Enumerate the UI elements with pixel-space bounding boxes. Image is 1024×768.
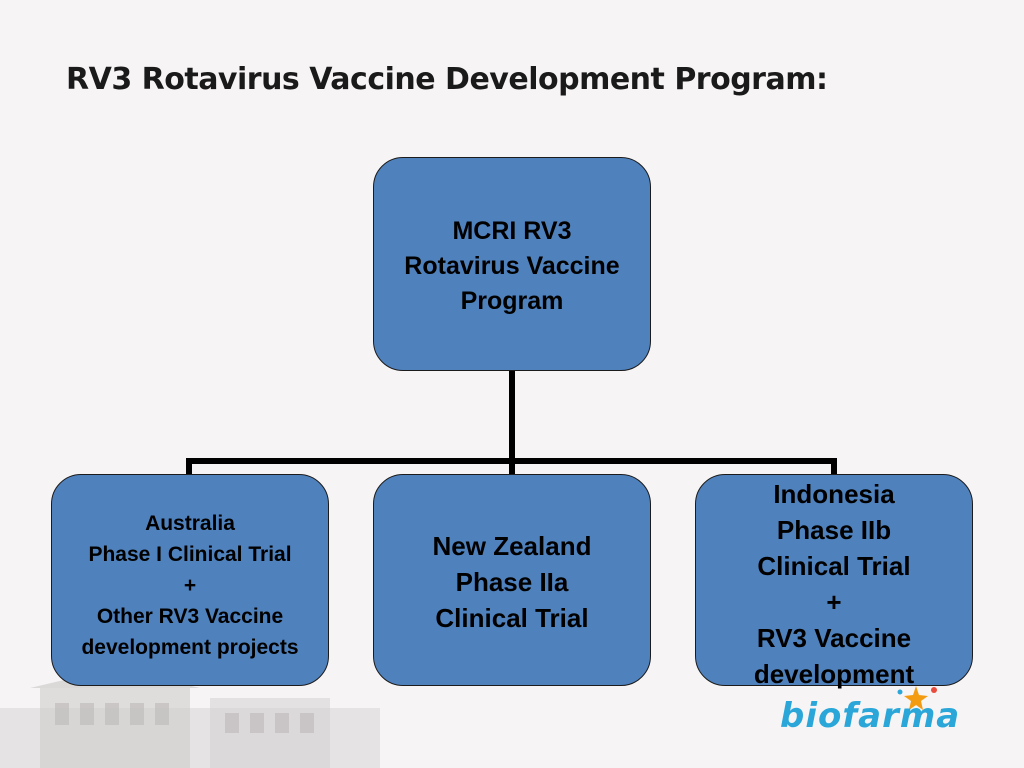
slide-title: RV3 Rotavirus Vaccine Development Progra… bbox=[66, 62, 828, 97]
connector-root-trunk bbox=[509, 370, 515, 464]
logo-wordmark: biofarma bbox=[780, 696, 961, 736]
node-text-line: Phase IIa bbox=[455, 567, 569, 597]
node-text-line: + bbox=[826, 587, 842, 617]
node-text-line: development bbox=[753, 659, 915, 689]
node-text-line: RV3 Vaccine bbox=[756, 623, 912, 653]
node-indonesia: Indonesia Phase IIb Clinical Trial + RV3… bbox=[695, 474, 973, 689]
node-text-line: Program bbox=[460, 287, 564, 315]
node-text-line: development projects bbox=[81, 636, 299, 659]
node-text-line: Phase I Clinical Trial bbox=[88, 543, 292, 566]
node-text-line: New Zealand bbox=[432, 531, 592, 561]
node-text-line: Clinical Trial bbox=[757, 551, 911, 581]
node-text-line: + bbox=[183, 574, 197, 597]
node-text-line: Australia bbox=[145, 512, 235, 535]
node-australia: Australia Phase I Clinical Trial + Other… bbox=[51, 474, 329, 686]
node-text-line: Phase IIb bbox=[776, 515, 892, 545]
node-text-line: Indonesia bbox=[773, 479, 895, 509]
connector-to-australia bbox=[186, 458, 192, 475]
node-mcri-rv3-program: MCRI RV3 Rotavirus Vaccine Program bbox=[373, 157, 651, 371]
node-text-line: Rotavirus Vaccine bbox=[404, 252, 620, 280]
node-text-line: MCRI RV3 bbox=[452, 217, 572, 245]
connector-to-indonesia bbox=[831, 458, 837, 475]
node-new-zealand: New Zealand Phase IIa Clinical Trial bbox=[373, 474, 651, 686]
logo-star-icon bbox=[897, 686, 937, 710]
connector-to-new-zealand bbox=[509, 458, 515, 475]
node-text-line: Other RV3 Vaccine bbox=[96, 605, 284, 628]
node-text-line: Clinical Trial bbox=[435, 603, 589, 633]
biofarma-logo: biofarma bbox=[776, 682, 959, 752]
